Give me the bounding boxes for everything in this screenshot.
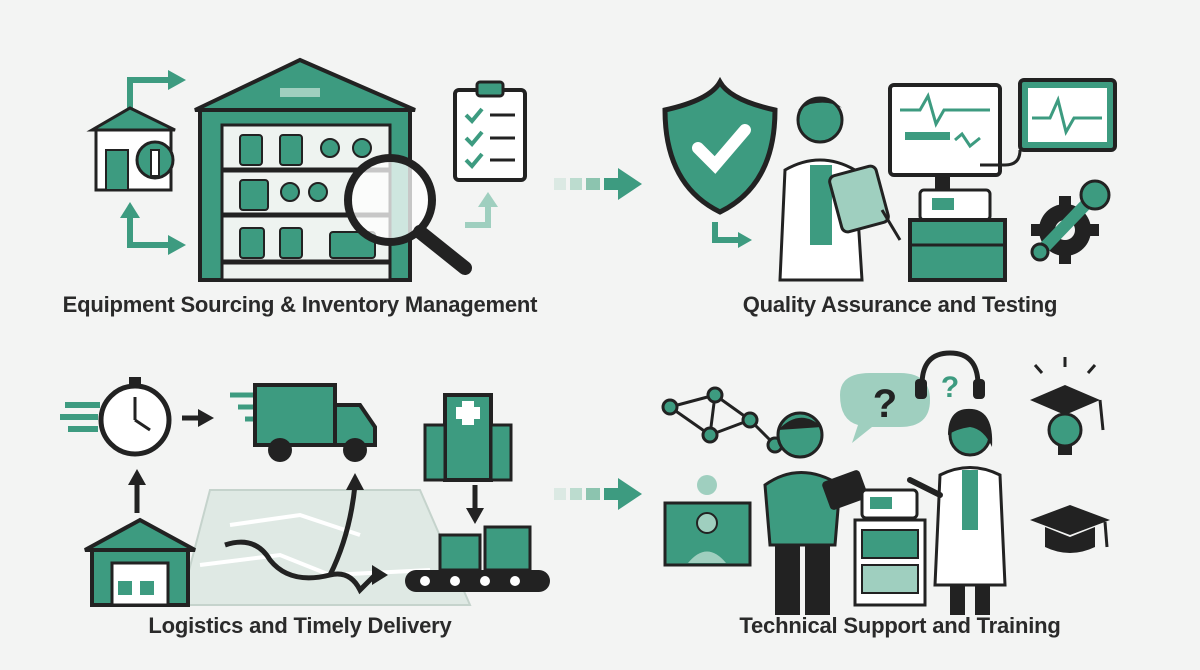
logistics-illustration [60, 377, 550, 607]
flow-arrow-icon [554, 168, 642, 200]
testing-device-icon [908, 188, 1007, 282]
up-arrow-icon [128, 469, 146, 513]
hospital-icon [423, 393, 513, 482]
distribution-center-icon [84, 517, 196, 607]
monitor-icon [888, 83, 1002, 193]
support-illustration: ? ? [661, 350, 1110, 615]
panel-support: ? ? [600, 335, 1200, 670]
shop-icon [86, 106, 176, 192]
technician-icon [778, 96, 902, 282]
svg-text:?: ? [873, 382, 897, 426]
clipboard-icon [453, 80, 527, 182]
truck-icon [230, 383, 377, 462]
network-icon [661, 386, 784, 454]
route-line [224, 539, 377, 595]
quality-illustration [662, 76, 1117, 282]
magnifier-icon [344, 154, 472, 275]
ecg-monitor-icon [980, 78, 1117, 167]
conveyor-icon [405, 525, 550, 592]
question-bubble-icon: ? [840, 373, 930, 443]
return-arrow-icon [465, 192, 498, 228]
wrench-icon [1030, 179, 1111, 262]
bottom-left-arrow-icon [127, 215, 170, 248]
shield-arrow-icon [712, 222, 752, 248]
doctor-icon [907, 408, 1007, 615]
lightbulb-graduation-icon [1030, 357, 1105, 455]
sourcing-illustration [86, 57, 527, 282]
headset-icon: ? [915, 350, 985, 404]
equipment-cart-icon [853, 488, 927, 607]
stopwatch-to-truck-arrow-icon [182, 409, 214, 427]
down-arrow-icon [466, 485, 484, 524]
top-left-arrow-icon [127, 77, 170, 108]
technician-with-tablet-icon [763, 411, 868, 615]
panel-label: Equipment Sourcing & Inventory Managemen… [62, 292, 538, 317]
svg-text:?: ? [941, 371, 959, 404]
shield-check-icon [662, 76, 778, 215]
panel-label: Quality Assurance and Testing [742, 292, 1058, 317]
panel-label: Technical Support and Training [739, 613, 1061, 638]
flow-arrow-icon [554, 478, 642, 510]
panel-quality: Quality Assurance and Testing [600, 0, 1200, 335]
stopwatch-icon [60, 377, 172, 457]
graduation-cap-icon [1030, 505, 1110, 553]
panel-logistics: Logistics and Timely Delivery [0, 335, 600, 670]
panel-label: Logistics and Timely Delivery [148, 613, 452, 638]
panel-sourcing: Equipment Sourcing & Inventory Managemen… [0, 0, 600, 335]
avatar-icon [663, 475, 752, 567]
